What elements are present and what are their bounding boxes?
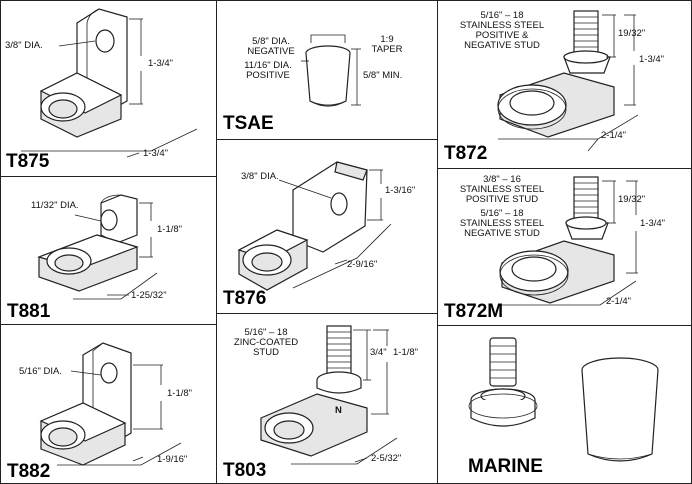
t875-width-label: 1-3/4" bbox=[143, 148, 169, 159]
t803-model-code: T803 bbox=[223, 460, 267, 481]
t881-width-label: 1-25/32" bbox=[131, 290, 167, 301]
marine-terminal-illustration bbox=[468, 337, 659, 462]
t872-width-label: 2-1/4" bbox=[601, 130, 627, 141]
panel-marine: MARINE bbox=[437, 325, 692, 484]
t872m-width-label: 2-1/4" bbox=[606, 296, 632, 307]
panel-t881: 11/32" DIA. 1-1/8" 1-25/32" T881 bbox=[0, 176, 217, 325]
t872-stud-height-label: 19/32" bbox=[618, 28, 646, 39]
t875-hole-dia-label: 3/8" DIA. bbox=[5, 40, 43, 51]
t881-hole-dia-label: 11/32" DIA. bbox=[31, 200, 79, 211]
t876-hole-dia-label: 3/8" DIA. bbox=[241, 171, 279, 182]
t881-terminal-illustration bbox=[37, 194, 158, 300]
marine-model-code: MARINE bbox=[468, 456, 543, 477]
t803-polarity-mark: N bbox=[335, 405, 342, 416]
t875-terminal-illustration bbox=[21, 8, 198, 158]
panel-t876: 3/8" DIA. 1-3/16" 2-9/16" T876 bbox=[216, 139, 438, 314]
t876-width-label: 2-9/16" bbox=[347, 259, 378, 270]
t876-height-label: 1-3/16" bbox=[385, 185, 416, 196]
t803-width-label: 2-5/32" bbox=[371, 453, 402, 464]
tsae-pos-dia-label: 11/16" DIA.POSITIVE bbox=[244, 60, 292, 81]
t803-height-label: 1-1/8" bbox=[393, 347, 419, 358]
t803-stud-height-label: 3/4" bbox=[370, 347, 387, 358]
t872-terminal-illustration bbox=[497, 10, 639, 152]
t881-model-code: T881 bbox=[7, 301, 51, 322]
t882-model-code: T882 bbox=[7, 461, 51, 482]
t875-model-code: T875 bbox=[6, 151, 50, 172]
tsae-min-length-label: 5/8" MIN. bbox=[363, 70, 403, 81]
t872-model-code: T872 bbox=[444, 143, 488, 164]
panel-tsae: 5/8" DIA.NEGATIVE 11/16" DIA.POSITIVE 1:… bbox=[216, 0, 438, 140]
t875-height-label: 1-3/4" bbox=[148, 58, 174, 69]
t881-height-label: 1-1/8" bbox=[157, 224, 183, 235]
t872m-stud-height-label: 19/32" bbox=[618, 194, 646, 205]
t872m-terminal-illustration bbox=[498, 176, 638, 306]
t803-terminal-illustration bbox=[260, 325, 398, 465]
t876-model-code: T876 bbox=[223, 288, 267, 309]
t882-terminal-illustration bbox=[39, 342, 182, 466]
t882-height-label: 1-1/8" bbox=[167, 388, 193, 399]
panel-t882: 5/16" DIA. 1-1/8" 1-9/16" T882 bbox=[0, 324, 217, 484]
t882-hole-dia-label: 5/16" DIA. bbox=[19, 366, 62, 377]
tsae-model-code: TSAE bbox=[223, 113, 274, 134]
t872m-height-label: 1-3/4" bbox=[640, 218, 666, 229]
t872-height-label: 1-3/4" bbox=[639, 54, 665, 65]
t882-width-label: 1-9/16" bbox=[157, 454, 188, 465]
tsae-terminal-illustration bbox=[301, 34, 361, 107]
t876-terminal-illustration bbox=[237, 161, 392, 291]
panel-t875: 3/8" DIA. 1-3/4" 1-3/4" T875 bbox=[0, 0, 217, 177]
tsae-neg-dia-label: 5/8" DIA.NEGATIVE bbox=[247, 36, 295, 57]
t872m-model-code: T872M bbox=[444, 301, 504, 322]
